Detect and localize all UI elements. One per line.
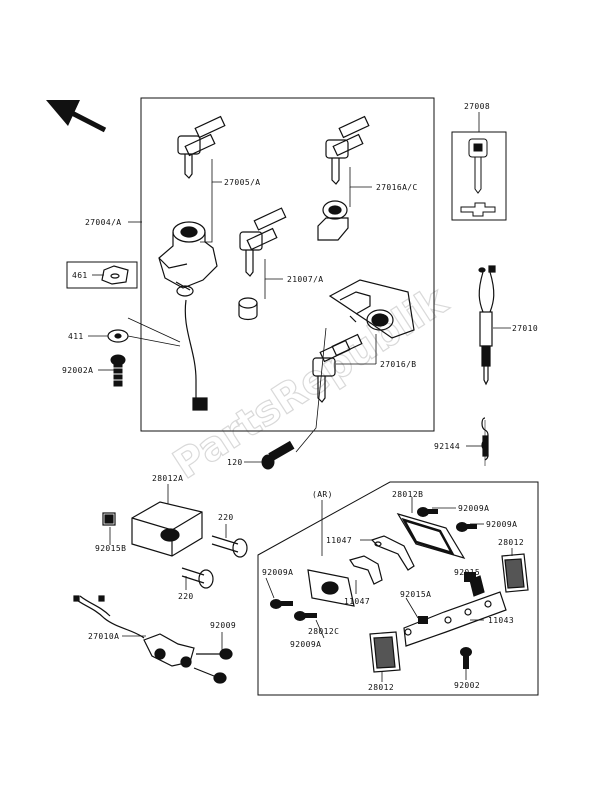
watermark-text: PartsRepublik [165, 277, 456, 488]
label-21007a: 21007/A [287, 275, 324, 284]
label-27004a: 27004/A [85, 218, 122, 227]
ar-group-frame [257, 481, 539, 696]
leader-lines [88, 112, 513, 682]
label-220-top: 220 [218, 513, 234, 522]
label-92009a-4: 92009A [290, 640, 321, 649]
cap-part-box [66, 261, 138, 289]
label-92009a-2: 92009A [486, 520, 517, 529]
key-27008-icon [451, 131, 507, 221]
label-92144: 92144 [434, 442, 460, 451]
label-ar: (AR) [312, 490, 333, 499]
bolt-92002-icon [460, 647, 472, 669]
label-27008: 27008 [464, 102, 490, 111]
label-28012b: 28012B [392, 490, 423, 499]
reflector-28012a-icon [131, 501, 203, 557]
bracket-11047-bot-icon [349, 555, 383, 585]
clip-92015b-icon [102, 512, 116, 526]
label-92009a-3: 92009A [262, 568, 293, 577]
reflector-28012-right-icon [501, 553, 529, 593]
nut-92015a-icon [418, 616, 428, 624]
bracket-11047-top-icon [370, 535, 415, 571]
label-92015a: 92015A [400, 590, 431, 599]
label-92009a-1: 92009A [458, 504, 489, 513]
label-220-bot: 220 [178, 592, 194, 601]
label-27016b: 27016/B [380, 360, 417, 369]
label-92015b: 92015B [95, 544, 126, 553]
label-27010a: 27010A [88, 632, 119, 641]
spring-92144-icon [481, 417, 489, 466]
screw-92009a-1-icon [417, 507, 438, 517]
key-27005a-icon [177, 115, 226, 179]
label-28012c: 28012C [308, 627, 339, 636]
label-461: 461 [72, 271, 88, 280]
washer-411-icon [107, 329, 129, 343]
part-labels: 27008 27005/A 27016A/C 27004/A 461 21007… [62, 102, 538, 692]
key-27016b-icon [312, 333, 363, 403]
label-92002a: 92002A [62, 366, 93, 375]
label-92015: 92015 [454, 568, 480, 577]
label-92009-left: 92009 [210, 621, 236, 630]
bracket-11043-icon [403, 575, 507, 647]
label-28012-right: 28012 [498, 538, 524, 547]
screw-92009a-4-icon [294, 611, 317, 621]
label-11043: 11043 [488, 616, 514, 625]
bolt-120-icon [261, 440, 295, 470]
reflector-28012c-icon [307, 569, 355, 607]
ignition-switch-icon [158, 221, 218, 411]
small-lock-icon [238, 297, 258, 321]
switch-27010a-icon [73, 595, 233, 684]
key-21007a-icon [239, 207, 287, 277]
sensor-27010-icon [478, 265, 496, 386]
label-28012a: 28012A [152, 474, 183, 483]
lock-cylinder-icon [317, 200, 349, 241]
screw-92009a-3-icon [270, 599, 293, 609]
screw-92009a-2-icon [456, 522, 477, 532]
screw-220-bot-icon [181, 567, 214, 589]
label-120: 120 [227, 458, 243, 467]
reflector-28012b-icon [396, 512, 466, 560]
direction-arrow-icon [46, 100, 107, 133]
seat-lock-icon [328, 279, 415, 339]
key-27016ac-icon [325, 115, 370, 185]
nut-92015-icon [464, 572, 476, 582]
label-28012-bot: 28012 [368, 683, 394, 692]
screw-220-top-icon [211, 535, 248, 558]
label-11047-top: 11047 [326, 536, 352, 545]
bolt-92002a-icon [110, 354, 126, 387]
label-27010: 27010 [512, 324, 538, 333]
label-11047-bot: 11047 [344, 597, 370, 606]
label-92002: 92002 [454, 681, 480, 690]
label-27016ac: 27016A/C [376, 183, 418, 192]
cap-461-icon [101, 265, 129, 285]
reflector-28012-bot-icon [369, 631, 401, 673]
ignition-group-frame [140, 97, 435, 432]
label-411: 411 [68, 332, 84, 341]
label-27005a: 27005/A [224, 178, 261, 187]
